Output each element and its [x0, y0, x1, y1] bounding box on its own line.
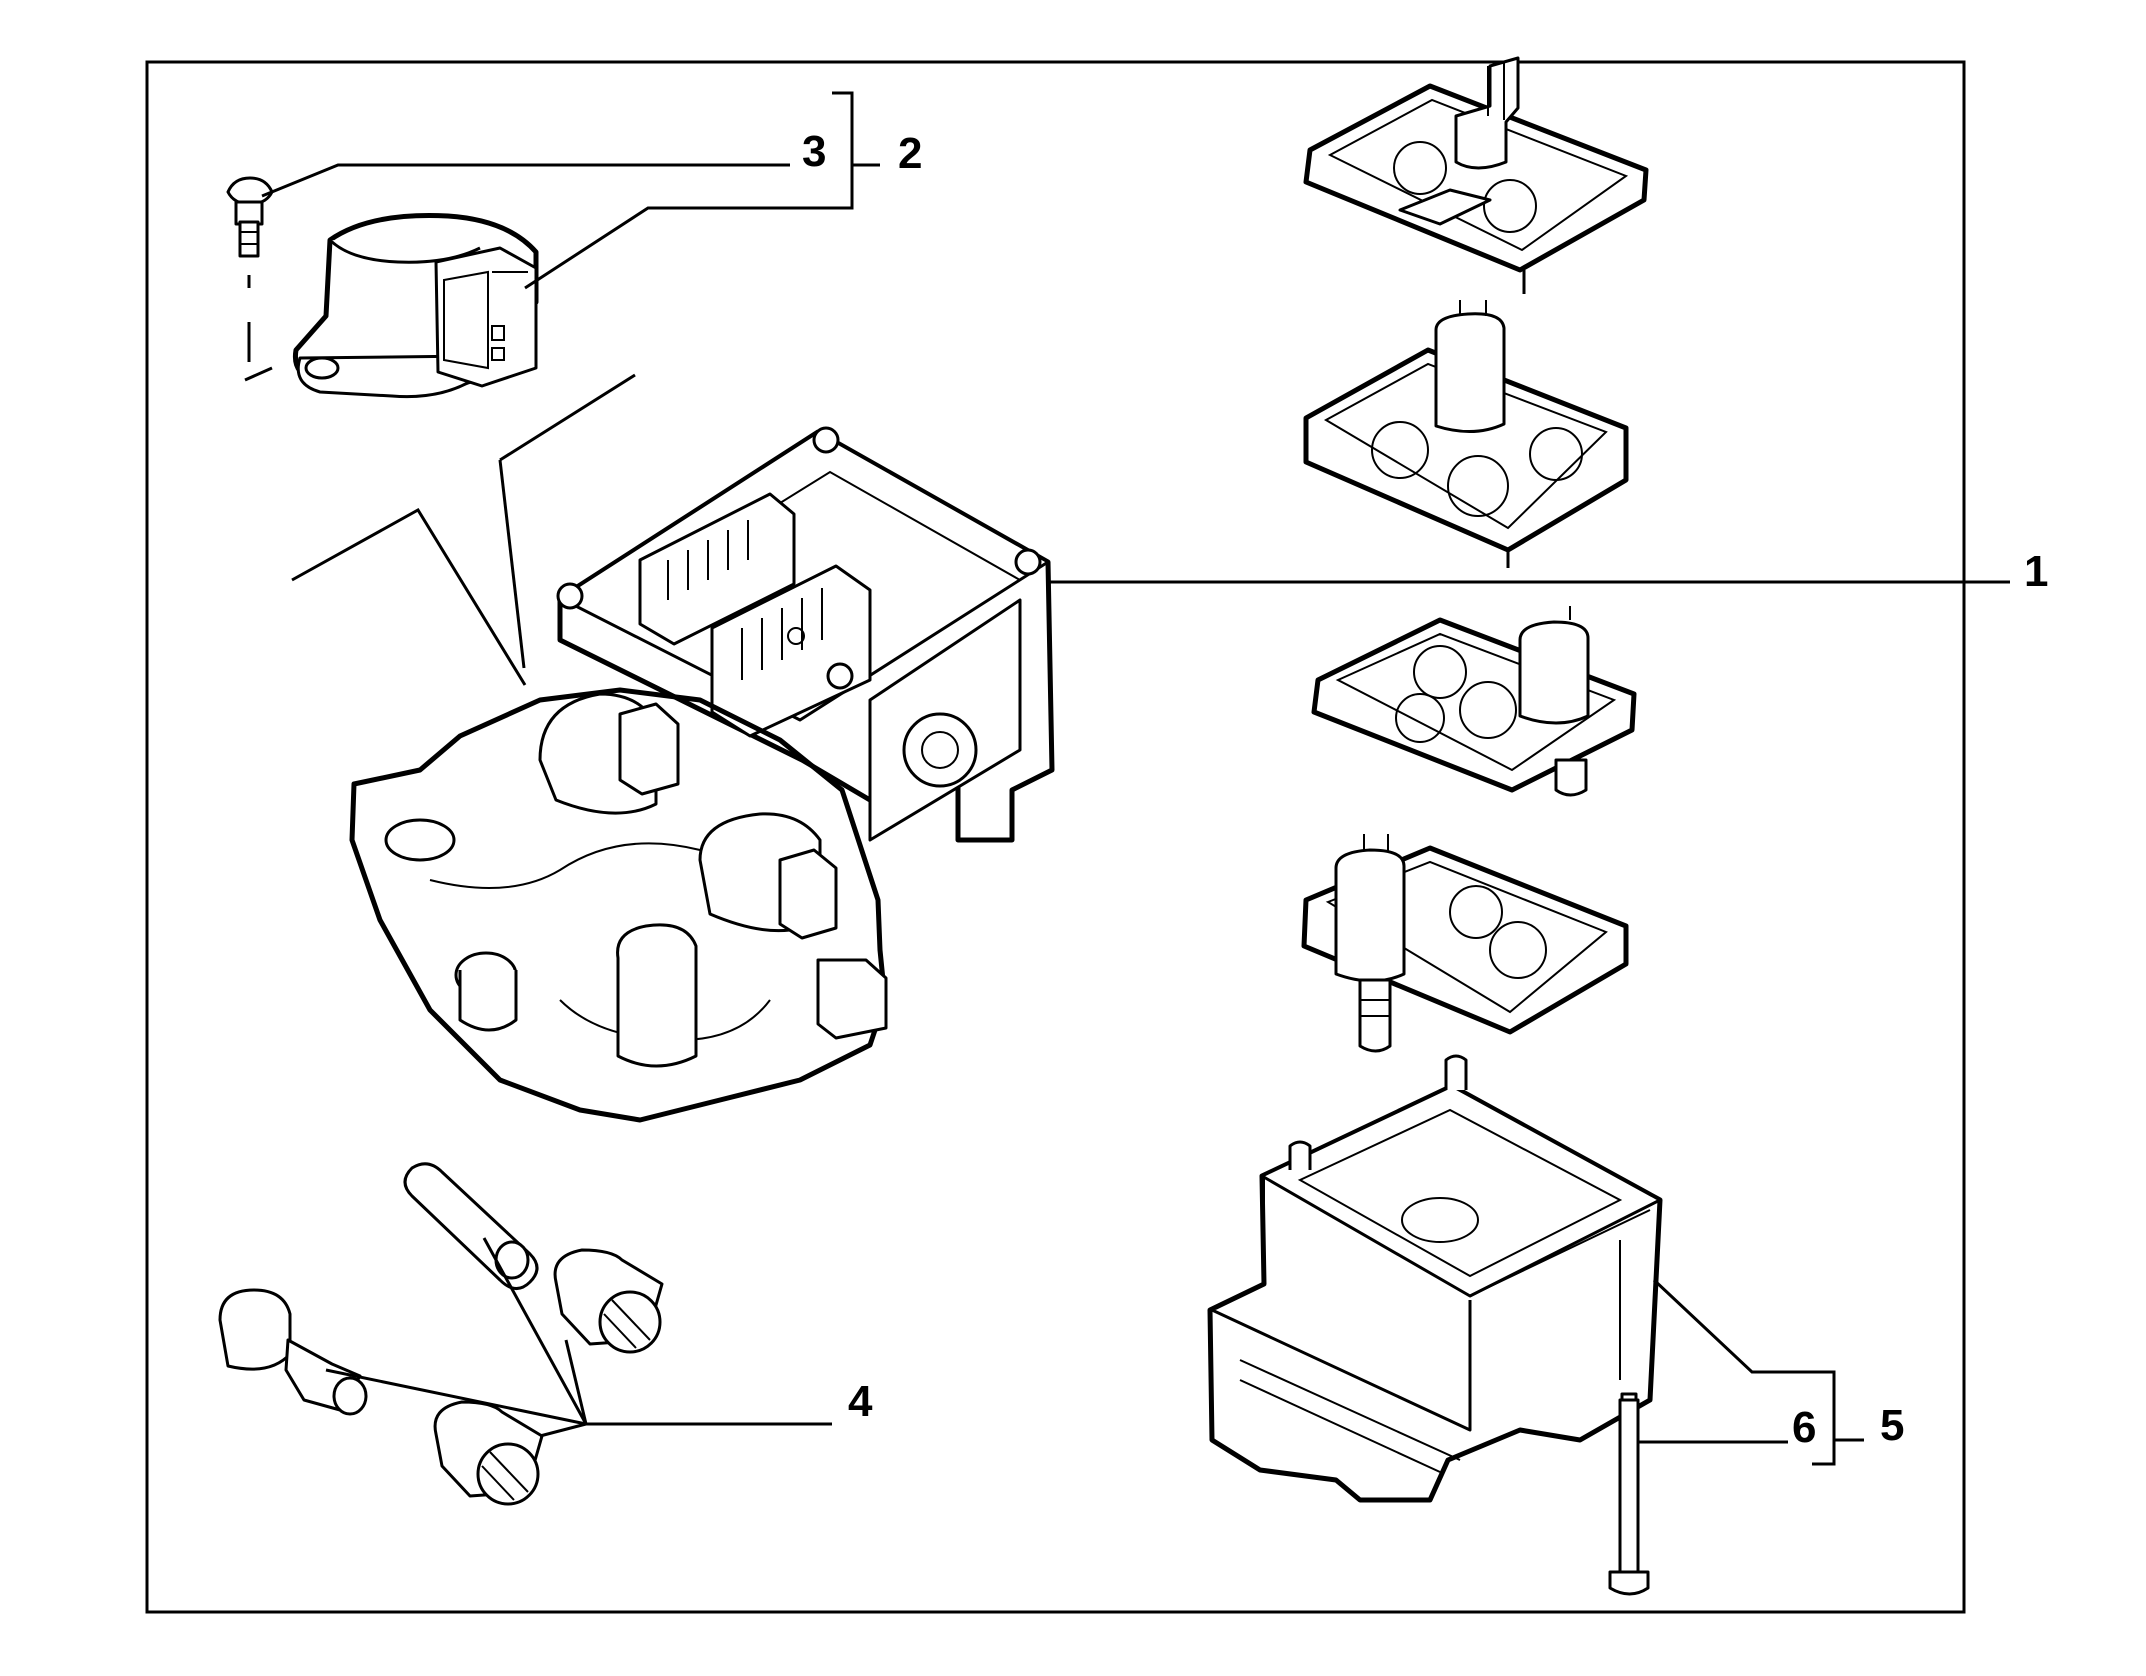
sensor-part-2 [292, 213, 539, 399]
callout-label-6: 6 [1792, 1403, 1816, 1452]
leader-lines-5-6 [1638, 1278, 1864, 1466]
diagram-frame [145, 60, 1966, 1614]
solenoid-plate-d [1301, 834, 1629, 1053]
callout-label-3: 3 [802, 127, 826, 176]
housing-part-5 [1207, 1054, 1663, 1503]
solenoid-plate-b [1303, 300, 1629, 568]
solenoid-plate-a [1303, 56, 1649, 294]
main-unit-part-1 [291, 373, 1055, 1123]
screw-part-3 [226, 176, 274, 382]
callout-label-2: 2 [898, 129, 922, 178]
sensor-assembly [226, 176, 539, 399]
solenoid-plate-c [1311, 606, 1637, 797]
bolt-part-6 [1608, 1392, 1650, 1596]
callout-label-5: 5 [1880, 1401, 1904, 1450]
small-parts-kit-part-4 [218, 1162, 832, 1506]
callout-label-1: 1 [2024, 547, 2048, 596]
leader-lines-2-3 [261, 91, 880, 290]
solenoid-plate-stack [1301, 56, 1649, 1053]
callout-label-4: 4 [848, 1377, 873, 1426]
